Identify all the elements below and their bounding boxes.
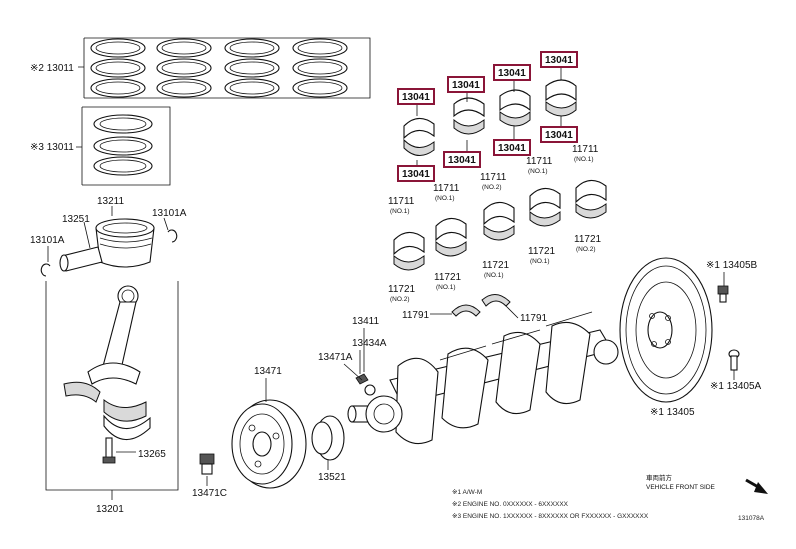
flywheel-bolt-bottom[interactable]	[728, 349, 740, 371]
highlight-13041-e[interactable]: 13041	[397, 165, 435, 182]
label-rod-assembly[interactable]: 13201	[96, 504, 124, 515]
label-main-bearing-10[interactable]: 11721(NO.2)	[574, 234, 602, 253]
label-thrust-right[interactable]: 11791	[520, 313, 548, 324]
label-piston-pin[interactable]: 13251	[62, 214, 90, 225]
piston-ring-set-a[interactable]	[78, 37, 371, 99]
svg-text:11711: 11711	[526, 156, 553, 167]
front-direction-arrow-icon	[745, 478, 768, 494]
label-pulley[interactable]: 13471	[254, 366, 282, 377]
label-main-bearing-8[interactable]: 11721(NO.1)	[482, 260, 510, 279]
piston[interactable]	[95, 218, 155, 268]
highlight-13041-b[interactable]: 13041	[447, 76, 485, 93]
svg-text:11711: 11711	[433, 183, 460, 194]
thrust-washer-left[interactable]	[451, 304, 481, 317]
svg-text:13041: 13041	[545, 130, 573, 141]
rod-bearing-upper[interactable]	[63, 381, 101, 403]
svg-text:13041: 13041	[545, 55, 573, 66]
label-main-bearing-7[interactable]: 11721(NO.1)	[434, 272, 462, 291]
highlight-13041-h[interactable]: 13041	[540, 126, 578, 143]
label-flywheel[interactable]: ※1 13405	[650, 407, 695, 418]
highlight-13041-g[interactable]: 13041	[493, 139, 531, 156]
crank-timing-sprocket[interactable]	[365, 395, 403, 433]
svg-text:13041: 13041	[402, 169, 430, 180]
rod-bolt[interactable]	[102, 437, 116, 464]
snap-ring-right[interactable]	[167, 229, 178, 243]
label-main-bearing-4[interactable]: 11711(NO.1)	[526, 156, 553, 175]
crank-washer[interactable]	[364, 384, 376, 396]
label-rings-set-a[interactable]: ※2 13011	[30, 63, 74, 74]
crankshaft-timing-gear[interactable]	[311, 415, 345, 461]
svg-text:13041: 13041	[498, 143, 526, 154]
svg-text:11721: 11721	[434, 272, 462, 283]
svg-text:11721: 11721	[528, 246, 556, 257]
note-3: ※3 ENGINE NO. 1XXXXXX - 8XXXXXX OR FXXXX…	[452, 513, 649, 520]
label-flywheel-bolt-top[interactable]: ※1 13405B	[706, 260, 758, 271]
highlight-13041-c[interactable]: 13041	[493, 64, 531, 81]
label-rod-bolt[interactable]: 13265	[138, 449, 166, 460]
svg-text:(NO.2): (NO.2)	[482, 184, 502, 191]
label-main-bearing-1[interactable]: 11711(NO.1)	[388, 196, 415, 215]
svg-text:13041: 13041	[452, 80, 480, 91]
svg-text:13041: 13041	[448, 155, 476, 166]
svg-text:(NO.1): (NO.1)	[530, 258, 550, 265]
label-washer[interactable]: 13471A	[318, 352, 353, 363]
svg-text:(NO.1): (NO.1)	[484, 272, 504, 279]
svg-text:11711: 11711	[572, 144, 599, 155]
piston-ring-set-b[interactable]	[76, 106, 171, 186]
label-piston[interactable]: 13211	[97, 196, 125, 207]
connecting-rod[interactable]	[87, 285, 141, 385]
label-flywheel-bolt-bottom[interactable]: ※1 13405A	[710, 381, 762, 392]
drawing-id: 131078A	[738, 515, 765, 522]
crankshaft[interactable]	[347, 311, 619, 445]
svg-text:11711: 11711	[480, 172, 507, 183]
label-main-bearing-6[interactable]: 11721(NO.2)	[388, 284, 416, 303]
svg-text:(NO.1): (NO.1)	[435, 195, 455, 202]
crank-key[interactable]	[355, 373, 369, 385]
label-rings-set-b[interactable]: ※3 13011	[30, 142, 74, 153]
svg-text:13041: 13041	[498, 68, 526, 79]
svg-text:(NO.1): (NO.1)	[390, 208, 410, 215]
direction-label-en: VEHICLE FRONT SIDE	[646, 484, 716, 491]
piston-pin[interactable]	[59, 246, 103, 272]
direction-label-jp: 車両前方	[646, 473, 673, 482]
label-key-a[interactable]: 13411	[352, 316, 380, 327]
svg-text:(NO.1): (NO.1)	[528, 168, 548, 175]
label-snap-ring-left[interactable]: 13101A	[30, 235, 65, 246]
label-main-bearing-3[interactable]: 11711(NO.2)	[480, 172, 507, 191]
svg-text:(NO.2): (NO.2)	[576, 246, 596, 253]
label-main-bearing-5[interactable]: 11711(NO.1)	[572, 144, 599, 163]
label-thrust-left[interactable]: 11791	[402, 310, 430, 321]
main-bearing-shells[interactable]	[393, 79, 607, 271]
label-snap-ring-right[interactable]: 13101A	[152, 208, 187, 219]
highlight-13041-a[interactable]: 13041	[397, 88, 435, 105]
svg-text:11711: 11711	[388, 196, 415, 207]
label-pulley-bolt[interactable]: 13471C	[192, 488, 227, 499]
rod-cap[interactable]	[103, 414, 151, 441]
svg-text:11721: 11721	[482, 260, 510, 271]
svg-text:11721: 11721	[388, 284, 416, 295]
highlight-13041-f[interactable]: 13041	[443, 151, 481, 168]
thrust-washer-right[interactable]	[481, 294, 511, 307]
rod-bearing-lower[interactable]	[103, 398, 147, 422]
highlight-13041-d[interactable]: 13041	[540, 51, 578, 68]
svg-text:(NO.1): (NO.1)	[574, 156, 594, 163]
label-main-bearing-9[interactable]: 11721(NO.1)	[528, 246, 556, 265]
note-1: ※1 A/W-M	[452, 489, 482, 496]
svg-text:11721: 11721	[574, 234, 602, 245]
svg-text:(NO.1): (NO.1)	[436, 284, 456, 291]
crankshaft-pulley[interactable]	[231, 399, 307, 489]
snap-ring-left[interactable]	[40, 263, 51, 277]
pulley-bolt[interactable]	[199, 453, 215, 475]
note-2: ※2 ENGINE NO. 0XXXXXX - 6XXXXXX	[452, 501, 569, 508]
flywheel[interactable]	[619, 257, 713, 403]
label-crank-gear[interactable]: 13521	[318, 472, 346, 483]
label-key-b[interactable]: 13434A	[352, 338, 387, 349]
rod-assembly-bracket	[45, 281, 179, 500]
label-main-bearing-2[interactable]: 11711(NO.1)	[433, 183, 460, 202]
svg-text:(NO.2): (NO.2)	[390, 296, 410, 303]
flywheel-bolt-top[interactable]	[717, 285, 729, 303]
svg-text:13041: 13041	[402, 92, 430, 103]
